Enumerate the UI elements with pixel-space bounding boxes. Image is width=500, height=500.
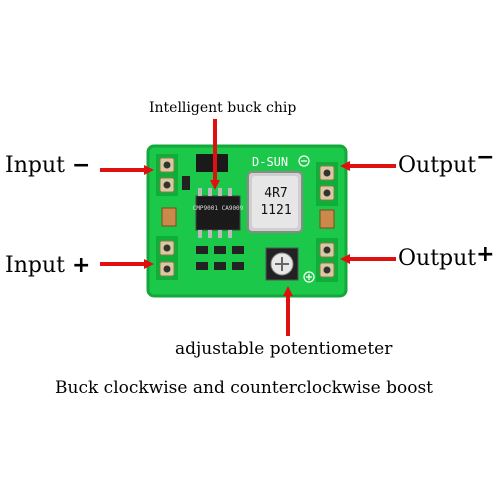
input-minus-label: Input −: [5, 155, 90, 177]
output-minus-label: Output−: [398, 147, 495, 178]
input-minus-text: Input: [5, 153, 65, 178]
output-pads: [316, 162, 338, 282]
minus-sign-out: −: [476, 145, 495, 170]
output-plus-label: Output+: [398, 244, 495, 271]
bottom-caption: Buck clockwise and counterclockwise boos…: [55, 378, 434, 398]
inductor: 4R7 1121: [247, 171, 303, 233]
input-plus-text: Input: [5, 253, 65, 278]
pot-label: adjustable potentiometer: [175, 339, 393, 359]
output-capacitor: [319, 209, 335, 229]
brand-marking: D-SUN: [252, 155, 288, 169]
minus-sign: −: [71, 153, 91, 178]
inductor-marking-bottom: 1121: [260, 203, 291, 218]
inductor-marking-top: 4R7: [264, 186, 287, 201]
output-minus-text: Output: [398, 153, 477, 178]
potentiometer: [265, 247, 299, 281]
pcb-board: CMP9001 CA9009 4R7 1121 D-SUN: [146, 144, 348, 298]
chip-label: Intelligent buck chip: [149, 100, 297, 116]
input-plus-label: Input +: [5, 255, 90, 277]
input-pads: [156, 154, 178, 280]
chip-marking: CMP9001 CA9009: [193, 205, 244, 212]
plus-sign-out: +: [476, 242, 495, 267]
minus-symbol-icon: [298, 155, 310, 167]
plus-sign: +: [71, 253, 91, 278]
output-plus-text: Output: [398, 246, 477, 271]
buck-chip: CMP9001 CA9009: [193, 154, 244, 238]
smd-components: [182, 176, 244, 270]
input-capacitor: [161, 207, 177, 227]
plus-symbol-icon: [303, 271, 315, 283]
